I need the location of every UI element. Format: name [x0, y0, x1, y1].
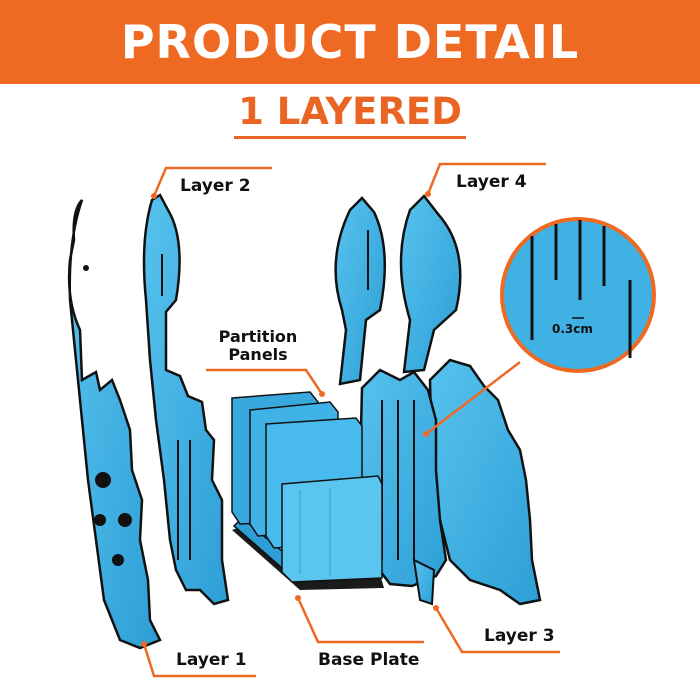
layer-2-panel: [142, 193, 230, 606]
zoom-measure-label: 0.3cm: [552, 322, 593, 336]
layer-4-panel: [334, 194, 542, 606]
zoom-detail: [500, 217, 656, 373]
label-base-plate: Base Plate: [318, 650, 420, 670]
subtitle-wrap: 1 LAYERED: [0, 90, 700, 139]
label-layer-4: Layer 4: [456, 172, 527, 192]
layer-1-panel: [67, 199, 162, 650]
partition-panels: [231, 391, 383, 583]
header-banner: PRODUCT DETAIL: [0, 0, 700, 84]
label-partition-line1: Partition: [218, 327, 298, 346]
label-layer-3: Layer 3: [484, 626, 555, 646]
callout-lines: [141, 162, 560, 678]
label-partition-panels: Partition Panels: [206, 328, 310, 364]
label-partition-line2: Panels: [228, 345, 288, 364]
label-layer-1: Layer 1: [176, 650, 247, 670]
label-layer-2: Layer 2: [180, 176, 251, 196]
page-title: PRODUCT DETAIL: [120, 15, 580, 69]
subtitle: 1 LAYERED: [234, 90, 466, 139]
